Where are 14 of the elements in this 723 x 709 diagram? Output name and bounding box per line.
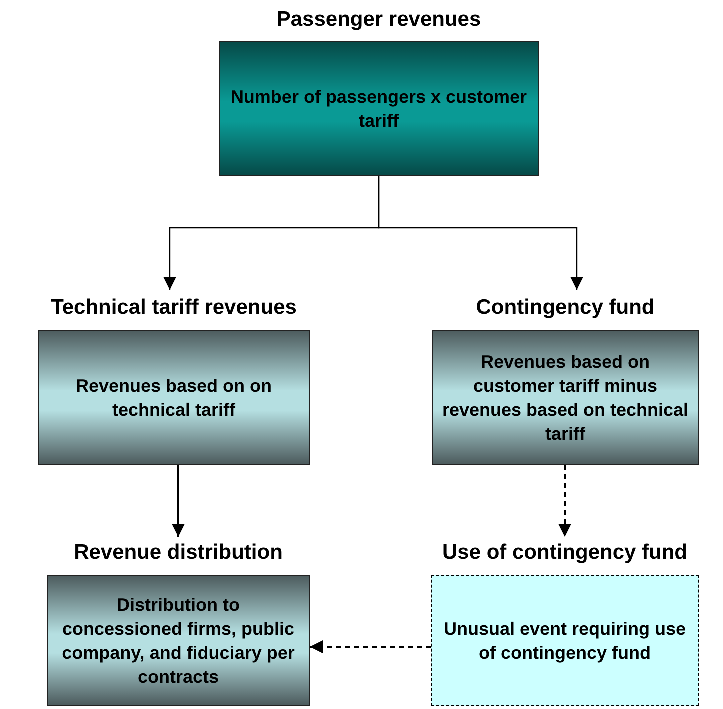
process-box: Unusual event requiring use of contingency fund — [431, 575, 699, 706]
arrow — [378, 176, 584, 290]
heading: Use of contingency fund — [442, 540, 688, 566]
arrow — [310, 640, 431, 654]
process-box: Revenues based on customer tariff minus revenues based on technical tariff — [432, 330, 699, 465]
heading: Revenue distribution — [74, 540, 283, 566]
arrow — [172, 465, 185, 537]
heading: Contingency fund — [476, 295, 655, 321]
process-box: Number of passengers x customer tariff — [219, 41, 539, 176]
process-box: Distribution to concessioned firms, public company, and fiduciary per contracts — [47, 575, 310, 706]
process-box: Revenues based on on technical tariff — [38, 330, 310, 465]
arrow — [558, 465, 572, 537]
heading: Technical tariff revenues — [51, 295, 297, 321]
heading: Passenger revenues — [276, 7, 482, 33]
